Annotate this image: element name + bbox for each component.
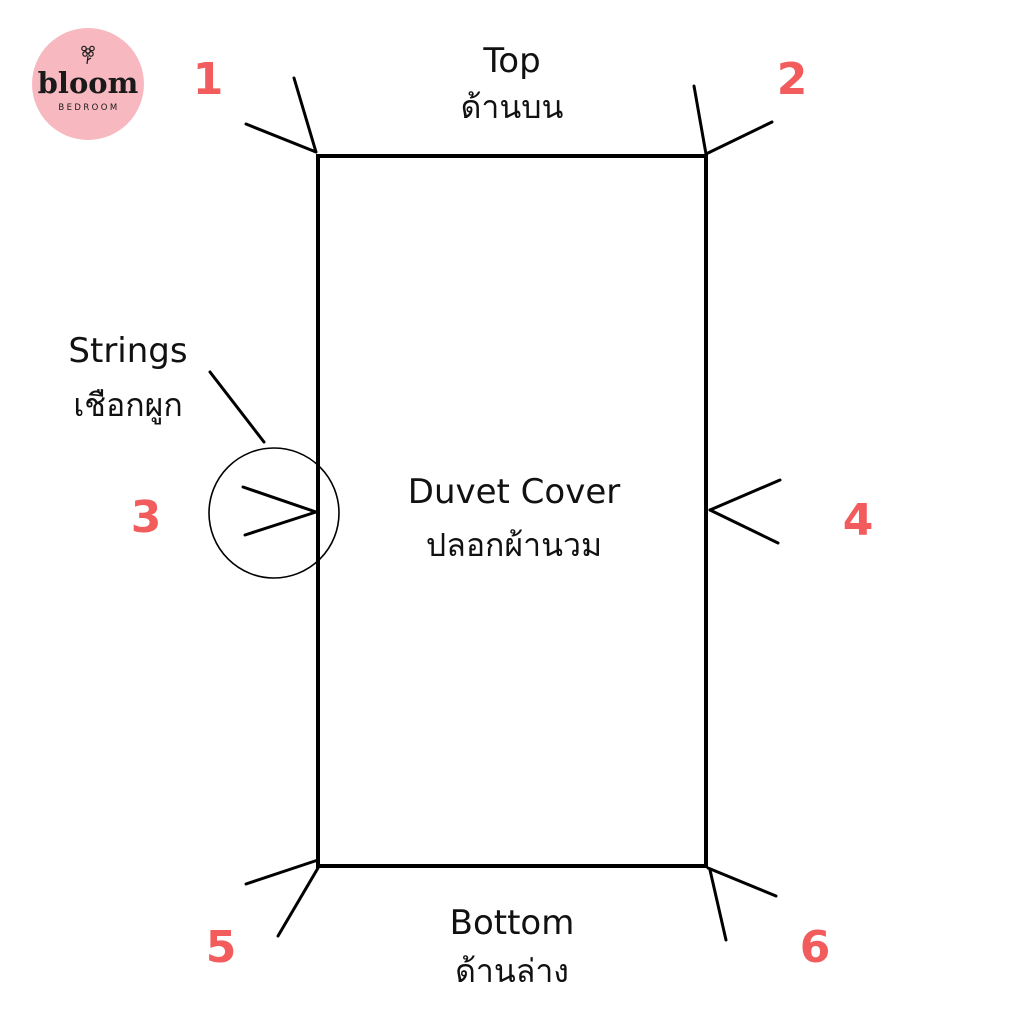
center-label-th: ปลอกผ้านวม — [426, 526, 602, 564]
number-1: 1 — [193, 54, 224, 105]
string-4 — [708, 478, 782, 545]
logo-circle — [32, 28, 144, 140]
center-label-en: Duvet Cover — [408, 472, 620, 512]
number-4: 4 — [843, 495, 874, 546]
bottom-label-th: ด้านล่าง — [455, 952, 569, 990]
string-2 — [692, 84, 774, 156]
strings-callout-circle — [208, 447, 340, 579]
number-5: 5 — [206, 922, 237, 973]
string-6 — [706, 866, 778, 942]
bottom-label-en: Bottom — [450, 903, 575, 943]
strings-label-en: Strings — [68, 331, 187, 371]
flower-icon — [81, 45, 95, 65]
logo-brand: bloom — [38, 66, 139, 100]
number-6: 6 — [800, 922, 831, 973]
strings-label-th: เชือกผูก — [73, 386, 182, 425]
strings-callout-pointer — [208, 370, 266, 444]
top-label-en: Top — [482, 41, 540, 81]
number-2: 2 — [777, 54, 808, 105]
top-label-th: ด้านบน — [461, 88, 564, 126]
logo-subtitle: BEDROOM — [58, 103, 119, 113]
bloom-logo: bloom BEDROOM — [32, 28, 144, 140]
duvet-cover-outline — [316, 154, 708, 868]
string-3 — [241, 485, 318, 537]
number-3: 3 — [131, 492, 162, 543]
string-5 — [244, 858, 320, 938]
string-1 — [244, 76, 318, 154]
